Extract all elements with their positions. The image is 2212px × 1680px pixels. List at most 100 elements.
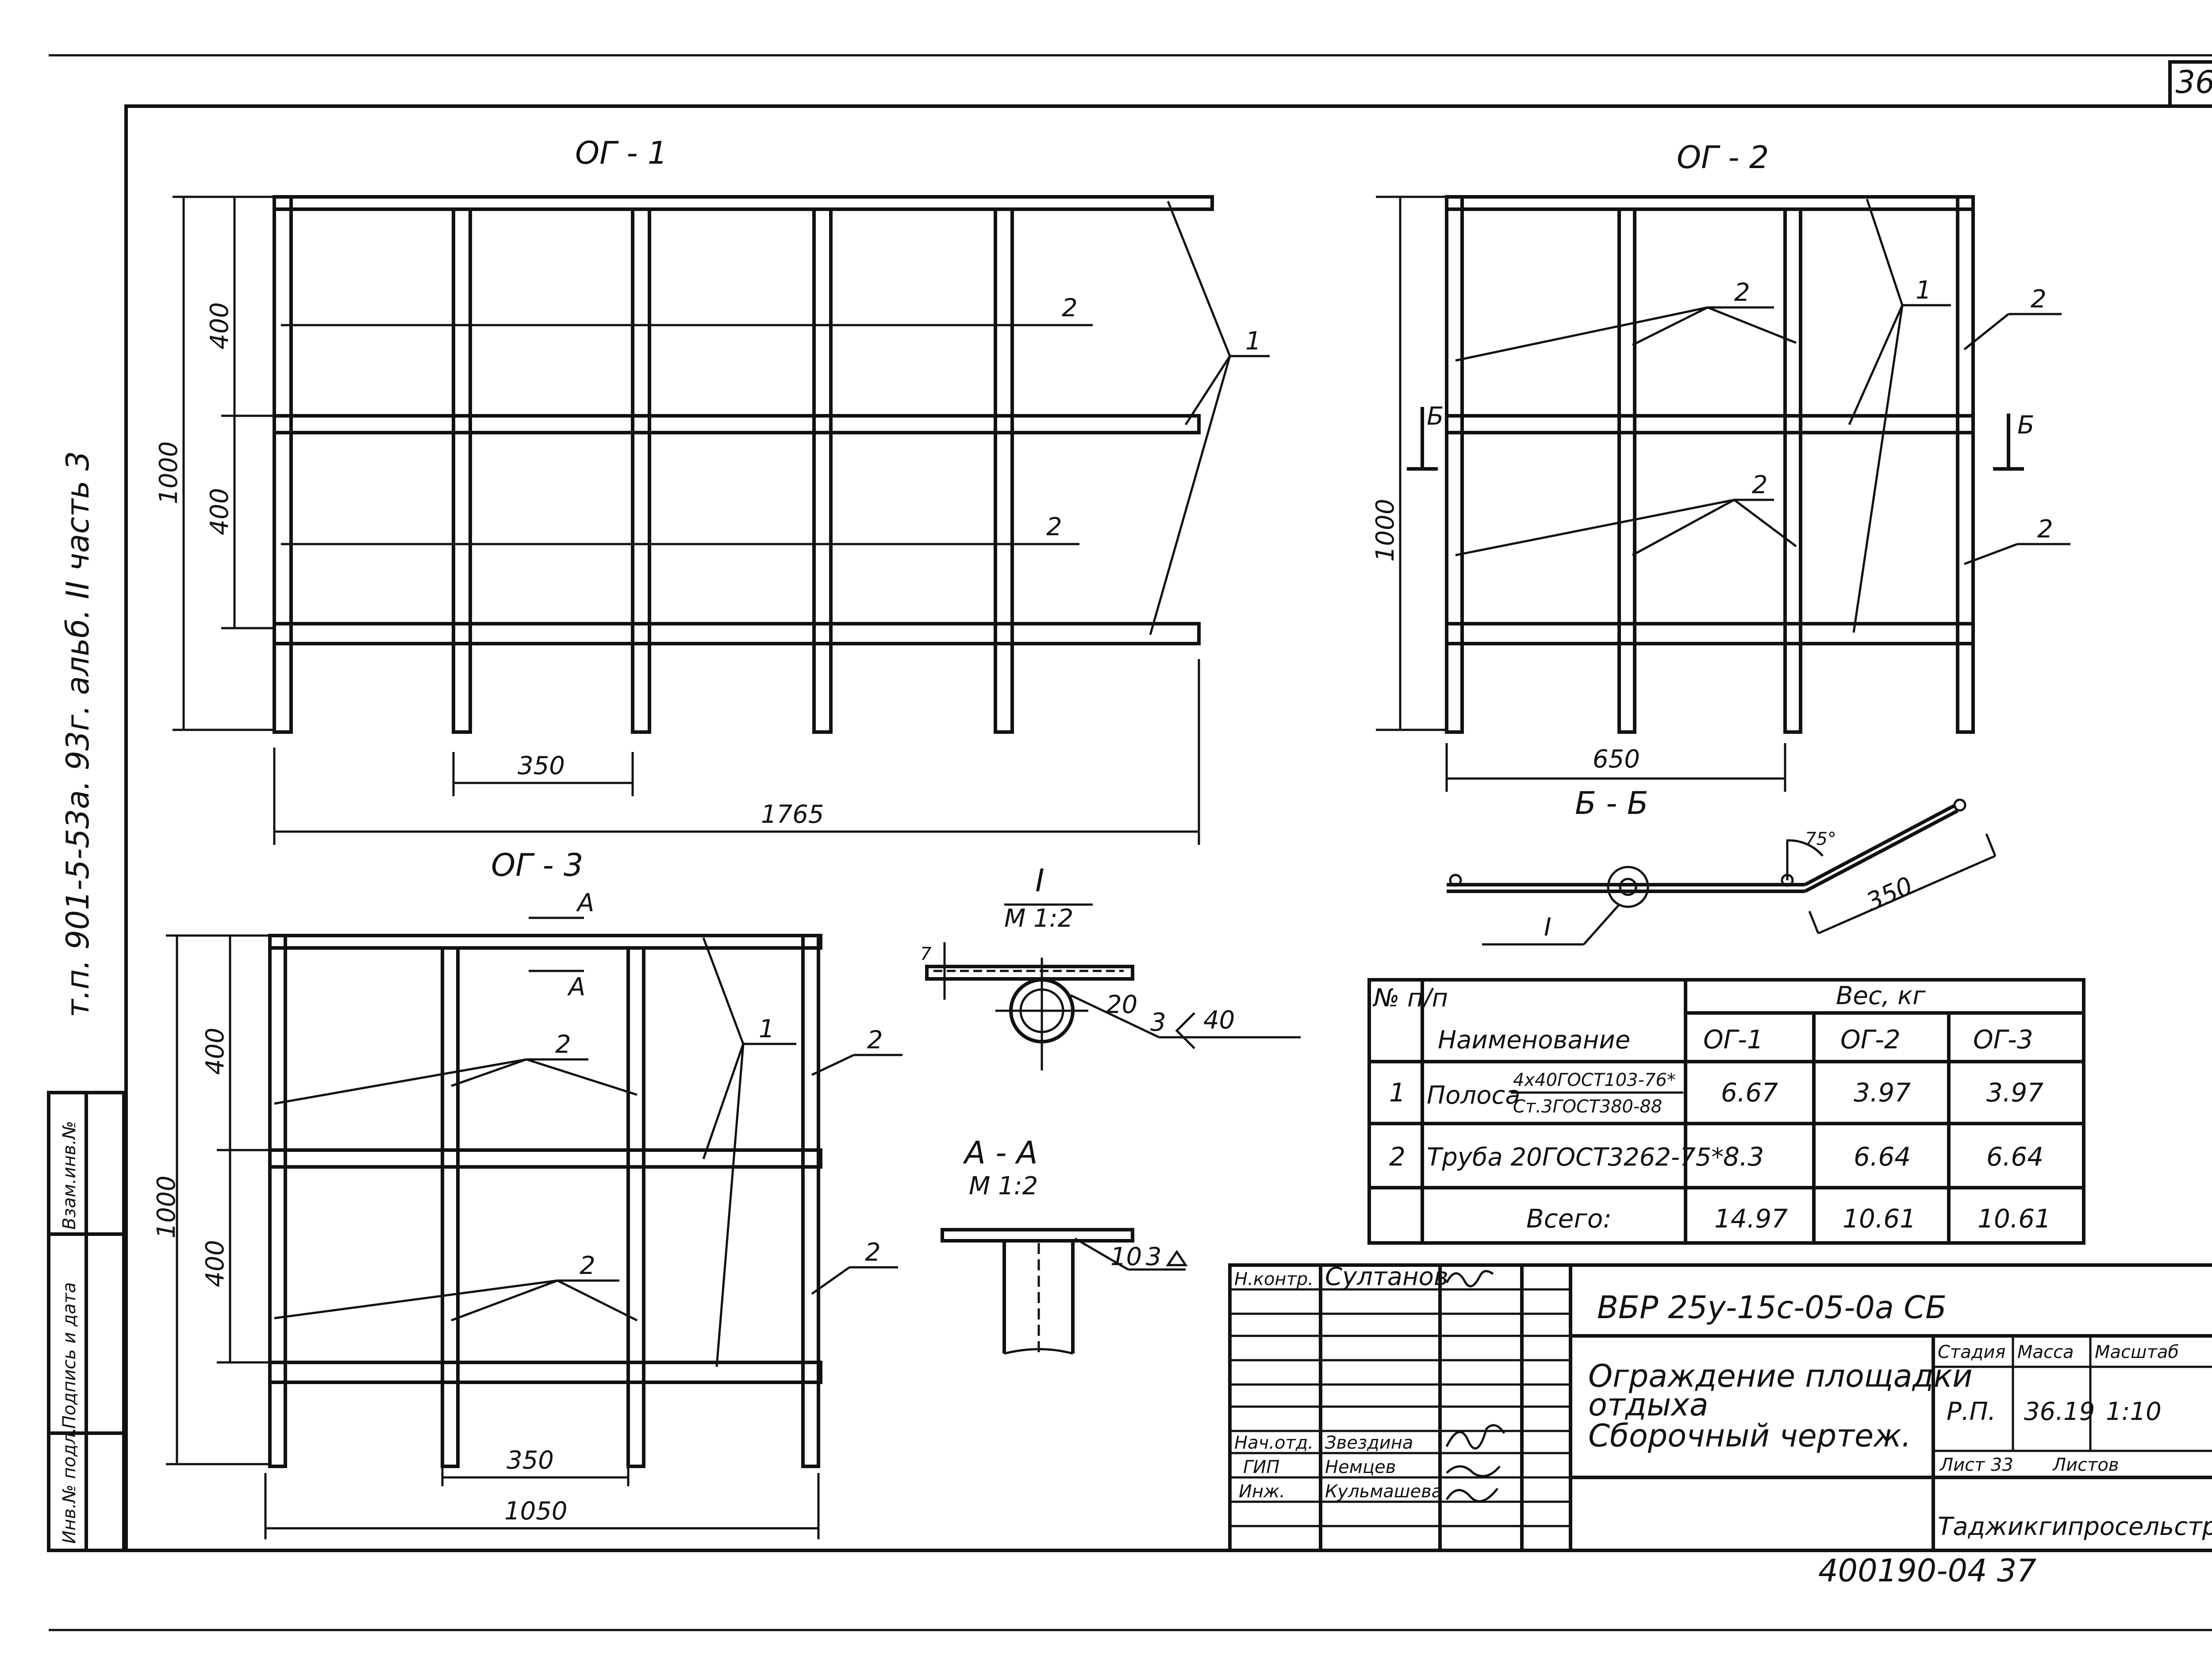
detail-i-dim-7: 7: [920, 944, 932, 964]
signature-4: [1445, 1488, 1498, 1503]
bb-callout-i: I: [1544, 913, 1551, 942]
tb-role-0: Н.контр.: [1234, 1269, 1313, 1289]
spec-total-og3: 10.61: [1978, 1204, 2051, 1234]
spec-row1-name: Полоса: [1427, 1081, 1521, 1110]
page-number-box: [2168, 60, 2212, 108]
og3-section-mark-a1: А: [576, 889, 594, 917]
og3-dim-1050: 1050: [504, 1497, 568, 1526]
detail-i-weld-20: 20: [1106, 990, 1137, 1019]
og1-dim-350: 350: [518, 752, 565, 780]
aa-scale: М 1:2: [969, 1172, 1038, 1201]
tb-title-1: Ограждение площадки: [1588, 1358, 1973, 1394]
tb-mass: 36.19: [2024, 1397, 2095, 1426]
og2-callout-2a: 2: [1734, 278, 1750, 307]
spec-header-name: Наименование: [1438, 1026, 1630, 1055]
strip-sign-label: Подпись и дата: [59, 1282, 80, 1429]
og2-section-mark-right: Б: [2017, 411, 2034, 440]
aa-weld-3: 3: [1146, 1243, 1162, 1271]
og1-callout-2b: 2: [1046, 513, 1062, 541]
og2-callout-2b: 2: [1752, 471, 1768, 499]
detail-i-weld-40: 40: [1203, 1006, 1235, 1035]
og3-callout-2b: 2: [580, 1251, 595, 1280]
spec-row1-og1: 6.67: [1721, 1078, 1778, 1108]
detail-i-weld-3: 3: [1150, 1008, 1166, 1037]
tb-role-2: ГИП: [1243, 1457, 1279, 1477]
view-detail-i: I М 1:2 7 20 3 40: [920, 863, 1301, 1070]
view-section-aa: А - А М 1:2 10 3: [941, 1135, 1188, 1355]
page-number: 36: [2175, 64, 2212, 100]
aa-title: А - А: [963, 1135, 1038, 1171]
view-og2: ОГ - 2 2 2 1 2 2 Б: [1371, 139, 2070, 792]
spec-total-og1: 14.97: [1714, 1204, 1788, 1234]
spec-table: № п/п Наименование Вес, кг ОГ-1 ОГ-2 ОГ-…: [1367, 978, 2085, 1245]
bb-angle: 75°: [1805, 829, 1836, 849]
tb-name-1: Звездина: [1325, 1433, 1413, 1453]
tb-sheets-label: Листов: [2052, 1455, 2119, 1475]
spec-row2-og2: 6.64: [1854, 1142, 1911, 1172]
tb-code: ВБР 25у-15с-05-0а СБ: [1597, 1289, 1947, 1326]
spec-row1-og2: 3.97: [1854, 1078, 1911, 1108]
tb-stage-label: Стадия: [1938, 1342, 2005, 1362]
title-block: ВБР 25у-15с-05-0а СБ Ограждение площадки…: [1228, 1262, 2212, 1552]
view-og1: ОГ - 1 2 2 1 400 400 1000 3: [154, 135, 1270, 845]
tb-stage: Р.П.: [1947, 1397, 1996, 1426]
spec-row2-og3: 6.64: [1986, 1142, 2043, 1172]
spec-col-og1: ОГ-1: [1703, 1024, 1763, 1055]
og1-callout-2a: 2: [1062, 294, 1078, 322]
og2-callout-1: 1: [1916, 276, 1932, 305]
tb-name-3: Кульмашева: [1325, 1481, 1442, 1502]
spec-row1-og3: 3.97: [1986, 1078, 2043, 1108]
og3-callout-1: 1: [759, 1015, 775, 1043]
og1-dim-400a: 400: [205, 302, 234, 349]
tb-sheet-label: Лист: [1939, 1455, 1985, 1475]
aa-weld-10: 10: [1110, 1243, 1142, 1271]
spec-col-og3: ОГ-3: [1973, 1024, 2033, 1055]
og3-dim-1000: 1000: [152, 1175, 181, 1239]
bb-dim-350: 350: [1862, 871, 1917, 917]
spec-header-weight: Вес, кг: [1836, 982, 1926, 1010]
spec-row2-name: Труба 20ГОСТ3262-75*: [1427, 1143, 1724, 1172]
og2-callout-2d: 2: [2037, 515, 2053, 544]
bb-title: Б - Б: [1575, 785, 1648, 821]
og3-title: ОГ - 3: [491, 847, 583, 883]
strip-inv-label: Инв.№ подл.: [59, 1427, 80, 1544]
tb-role-1: Нач.отд.: [1234, 1433, 1313, 1453]
spec-row1-num: 1: [1389, 1078, 1406, 1108]
spec-col-og2: ОГ-2: [1840, 1024, 1901, 1055]
og1-callout-1: 1: [1245, 327, 1261, 356]
signature-3: [1446, 1465, 1501, 1477]
og2-title: ОГ - 2: [1677, 139, 1769, 176]
og3-callout-2d: 2: [865, 1238, 881, 1267]
strip-replace-label: Взам.инв.№: [59, 1121, 80, 1230]
og1-title: ОГ - 1: [575, 135, 667, 171]
tb-title-3: Сборочный чертеж.: [1588, 1418, 1911, 1454]
spec-row1-name-top: 4x40ГОСТ103-76*: [1513, 1070, 1676, 1090]
spec-row1-name-bottom: Ст.3ГОСТ380-88: [1513, 1097, 1662, 1117]
og3-section-mark-a2: А: [567, 973, 585, 1001]
tb-scale-label: Масштаб: [2095, 1342, 2179, 1362]
og3-dim-400a: 400: [201, 1028, 230, 1075]
tb-title-2: отдыха: [1588, 1387, 1709, 1423]
stamp-bottom: 400190-04 37: [1818, 1553, 2036, 1589]
view-section-bb: Б - Б I 75° 350: [1447, 785, 1997, 946]
og3-callout-2c: 2: [867, 1026, 883, 1055]
spec-row2-og1: 8.3: [1723, 1142, 1764, 1172]
spec-total-label: Всего:: [1526, 1204, 1612, 1234]
og3-dim-400b: 400: [201, 1240, 230, 1287]
tb-scale: 1:10: [2106, 1397, 2162, 1426]
signature-2: [1445, 1424, 1505, 1450]
og1-dim-400b: 400: [205, 488, 234, 535]
spec-row2-num: 2: [1389, 1142, 1406, 1172]
detail-i-title: I: [1035, 863, 1045, 899]
spec-header-num: № п/п: [1372, 984, 1448, 1013]
spec-total-og2: 10.61: [1843, 1204, 1916, 1234]
og2-section-mark-left: Б: [1427, 402, 1444, 431]
og2-dim-650: 650: [1593, 745, 1640, 774]
tb-mass-label: Масса: [2017, 1342, 2074, 1362]
og1-dim-1765: 1765: [761, 800, 824, 829]
tb-org: Таджикгипросельстрой: [1938, 1512, 2212, 1541]
detail-i-scale: М 1:2: [1004, 904, 1073, 933]
side-note: т.п. 901-5-53а. 93г. альб. II часть 3: [60, 451, 96, 1017]
tb-name-2: Немцев: [1325, 1457, 1396, 1477]
